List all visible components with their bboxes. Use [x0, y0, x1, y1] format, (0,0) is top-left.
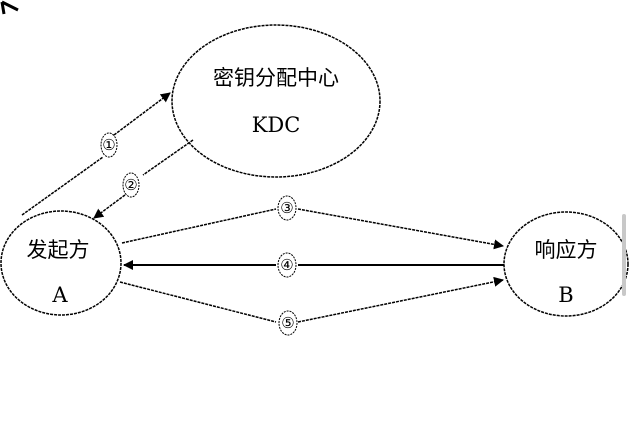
kdc-title: 密钥分配中心 [213, 66, 339, 90]
arrow-step-3-right [297, 208, 504, 250]
arrow-step-3-left [121, 208, 277, 244]
step-2-label: ② [124, 176, 137, 194]
kdc-subtitle: KDC [252, 113, 301, 137]
step-5-label: ⑤ [281, 314, 294, 332]
node-initiator: 发起方 A [0, 210, 122, 316]
step-labels: ① ② ③ ④ ⑤ [100, 132, 298, 336]
arrow-step-5-right [297, 276, 504, 323]
initiator-subtitle: A [51, 283, 68, 307]
arrow-step-2-lower [93, 194, 126, 219]
arrow-step-1-upper [113, 92, 171, 136]
arrow-step-2-upper [142, 139, 194, 176]
step-1-label: ① [102, 136, 115, 154]
node-kdc: 密钥分配中心 KDC [171, 24, 381, 178]
responder-subtitle: B [558, 283, 573, 307]
arrow-step-1-lower [21, 156, 104, 216]
scrollbar[interactable] [622, 214, 626, 296]
step-3-label: ③ [280, 199, 293, 217]
step-4-label: ④ [280, 256, 293, 274]
node-responder: 响应方 B [503, 211, 629, 317]
corner-cursor-mark [0, 0, 19, 15]
arrow-step-5-left [119, 281, 277, 323]
responder-title: 响应方 [535, 238, 598, 262]
initiator-title: 发起方 [27, 238, 90, 262]
